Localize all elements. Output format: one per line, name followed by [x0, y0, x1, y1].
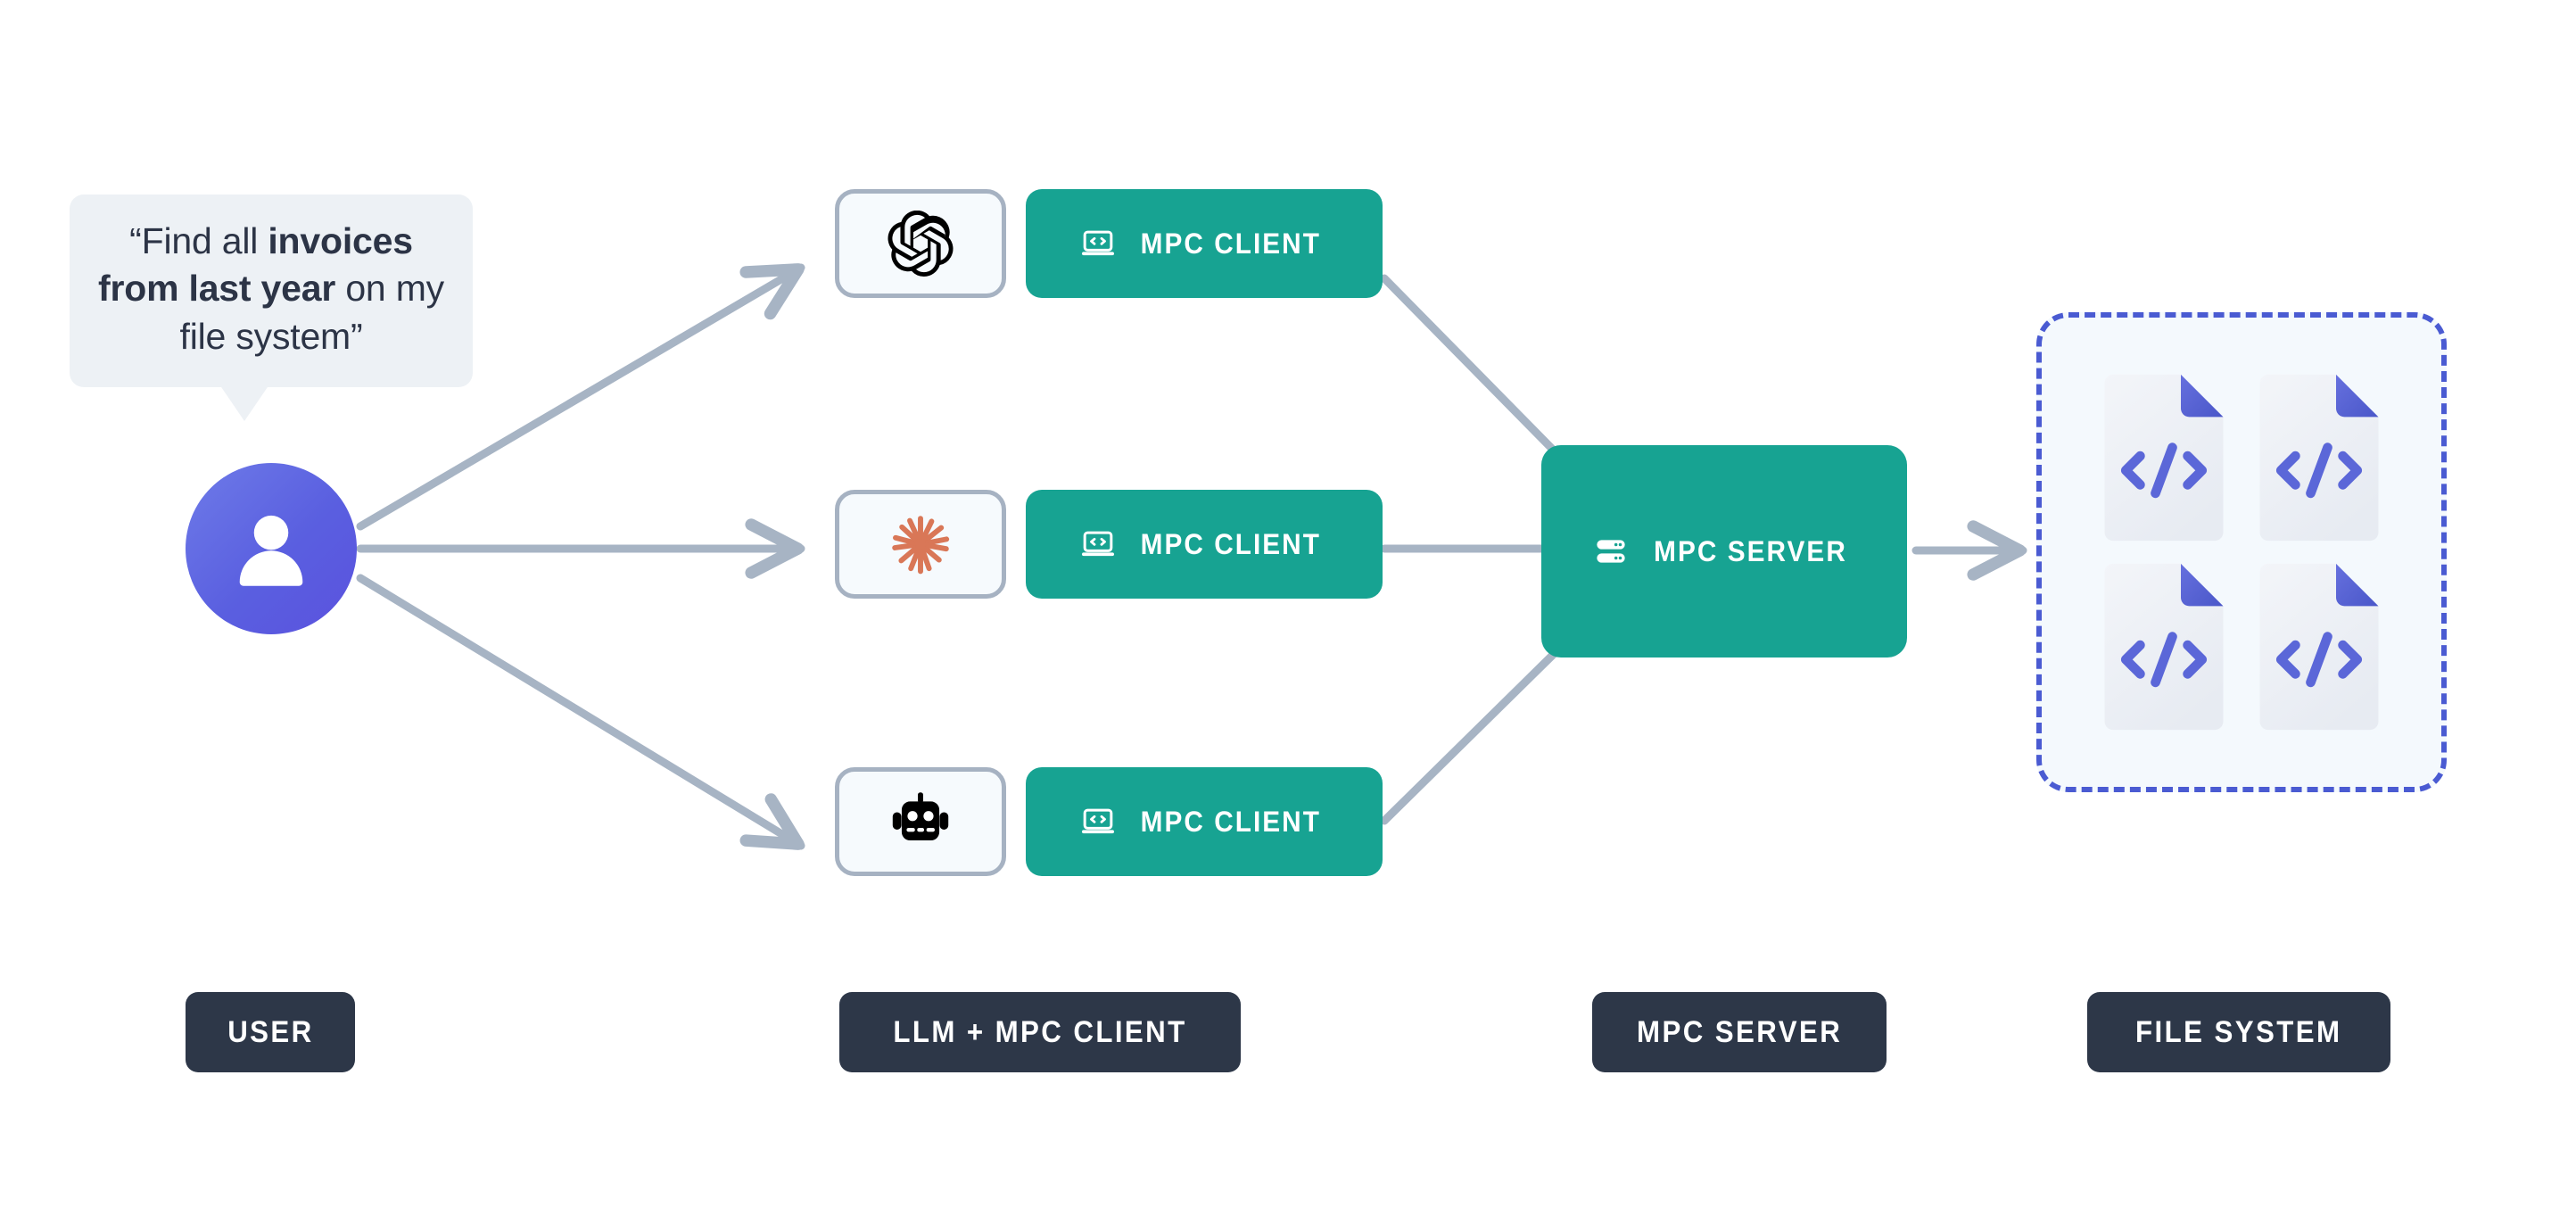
- person-icon: [239, 515, 303, 586]
- code-file-icon[interactable]: [2251, 562, 2387, 732]
- speech-open: “Find all: [129, 220, 268, 261]
- legend-pill-llm-mpc-client: LLM + MPC CLIENT: [839, 992, 1241, 1072]
- speech-bubble-tail: [218, 382, 271, 421]
- claude-logo-icon: [892, 516, 950, 575]
- mpc-client-label: MPC CLIENT: [1140, 227, 1322, 260]
- laptop-code-icon: [1082, 808, 1115, 834]
- file-grid: [2096, 373, 2387, 732]
- llm-card-openai[interactable]: [835, 189, 1006, 298]
- legend-label-user: USER: [227, 1014, 314, 1049]
- code-file-icon[interactable]: [2251, 373, 2387, 542]
- user-avatar: [186, 463, 357, 634]
- openai-logo-icon: [888, 211, 954, 277]
- legend-pill-mpc-server: MPC SERVER: [1592, 992, 1887, 1072]
- wire-user-to-robot: [356, 574, 805, 850]
- laptop-code-icon: [1082, 230, 1115, 256]
- file-system-container: [2036, 312, 2447, 792]
- legend-pill-file-system: FILE SYSTEM: [2087, 992, 2390, 1072]
- mpc-server-box[interactable]: MPC SERVER: [1541, 445, 1907, 657]
- mpc-client-box-robot[interactable]: MPC CLIENT: [1026, 767, 1383, 876]
- speech-tail: on my file system”: [179, 268, 445, 357]
- speech-bold-lastyear: from last year: [98, 268, 336, 310]
- robot-logo-icon: [892, 792, 949, 841]
- mpc-client-label: MPC CLIENT: [1140, 527, 1322, 560]
- legend-label-file-system: FILE SYSTEM: [2135, 1014, 2342, 1049]
- wire-client1-to-server: [1380, 274, 1558, 455]
- code-file-icon[interactable]: [2096, 562, 2232, 732]
- mpc-client-label: MPC CLIENT: [1140, 805, 1322, 838]
- legend-pill-user: USER: [186, 992, 355, 1072]
- laptop-code-icon: [1082, 531, 1115, 557]
- legend-label-mpc-server: MPC SERVER: [1636, 1014, 1843, 1049]
- server-rack-icon: [1597, 540, 1626, 563]
- mpc-server-label: MPC SERVER: [1654, 534, 1848, 567]
- code-file-icon[interactable]: [2096, 373, 2232, 542]
- user-speech-bubble: “Find all invoices from last year on my …: [70, 194, 473, 387]
- mpc-client-box-openai[interactable]: MPC CLIENT: [1026, 189, 1383, 298]
- speech-bold-invoices: invoices: [268, 220, 413, 261]
- llm-card-robot[interactable]: [835, 767, 1006, 876]
- mpc-client-box-claude[interactable]: MPC CLIENT: [1026, 490, 1383, 599]
- wire-client3-to-server: [1380, 649, 1558, 825]
- llm-card-claude[interactable]: [835, 490, 1006, 599]
- legend-label-llm-mpc-client: LLM + MPC CLIENT: [893, 1014, 1187, 1049]
